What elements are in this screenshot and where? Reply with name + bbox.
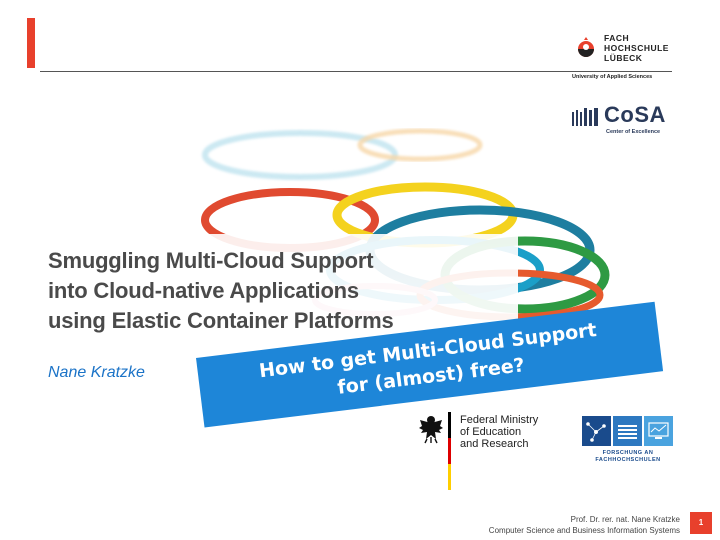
header-divider xyxy=(40,71,672,72)
author-name: Nane Kratzke xyxy=(48,364,145,381)
ministry-line-1: Federal Ministry xyxy=(460,414,539,426)
title-line-3: using Elastic Container Platforms xyxy=(48,308,394,333)
ministry-line-2: of Education xyxy=(460,426,522,438)
page-number-badge: 1 xyxy=(690,512,712,534)
forschung-line-2: FACHHOCHSCHULEN xyxy=(595,457,661,463)
federal-eagle-icon xyxy=(419,416,443,444)
institution-subtitle: University of Applied Sciences xyxy=(572,74,653,80)
fh-luebeck-logo: FACH HOCHSCHULE LÜBECK University of App… xyxy=(572,30,682,90)
fh-luebeck-emblem-icon xyxy=(578,37,594,57)
footer-presenter: Prof. Dr. rer. nat. Nane Kratzke xyxy=(570,515,680,524)
forschung-tiles-icon xyxy=(582,416,673,446)
german-flag-stripe xyxy=(448,412,451,490)
forschung-caption: FORSCHUNG AN FACHHOCHSCHULEN xyxy=(582,450,674,464)
title-line-2: into Cloud-native Applications xyxy=(48,278,359,303)
accent-bar xyxy=(27,18,35,68)
institution-name-line2: HOCHSCHULE xyxy=(604,43,669,53)
institution-name-line3: LÜBECK xyxy=(604,53,643,63)
title-line-1: Smuggling Multi-Cloud Support xyxy=(48,248,374,273)
federal-ministry-logo: Federal Ministry of Education and Resear… xyxy=(418,410,568,490)
slide-footer: Prof. Dr. rer. nat. Nane Kratzke Compute… xyxy=(489,514,680,536)
cosa-bars-icon xyxy=(572,108,598,126)
ministry-name: Federal Ministry of Education and Resear… xyxy=(460,414,538,450)
cosa-name: CoSA xyxy=(604,102,666,127)
slide-title: Smuggling Multi-Cloud Support into Cloud… xyxy=(48,246,518,336)
ministry-line-3: and Research xyxy=(460,438,529,450)
cosa-subtitle: Center of Excellence xyxy=(606,129,661,135)
cosa-logo: CoSA Center of Excellence xyxy=(572,102,682,144)
forschung-an-fachhochschulen-logo: FORSCHUNG AN FACHHOCHSCHULEN xyxy=(582,416,674,466)
footer-department: Computer Science and Business Informatio… xyxy=(488,526,680,535)
forschung-line-1: FORSCHUNG AN xyxy=(602,450,654,456)
institution-name-line1: FACH xyxy=(604,33,630,43)
